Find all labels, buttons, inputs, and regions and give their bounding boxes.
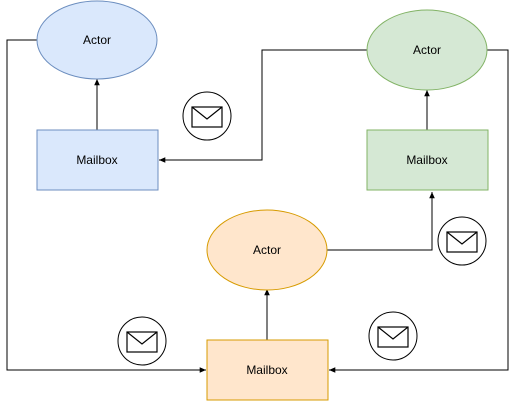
edge-actor-blue-to-mailbox-orange (6, 39, 206, 373)
envelope-icon (368, 311, 418, 361)
actor-orange-label: Actor (253, 243, 281, 257)
envelope-icon (182, 91, 232, 141)
edge-actor-green-to-mailbox-orange (329, 49, 509, 373)
mailbox-green[interactable] (366, 129, 489, 191)
edge-actor-orange-to-mailbox-green (327, 192, 435, 251)
mailbox-blue-label: Mailbox (76, 153, 117, 167)
mailbox-blue[interactable] (36, 129, 159, 191)
actor-green[interactable] (366, 9, 488, 91)
edge-actor-green-to-mailbox-blue (159, 49, 367, 163)
actor-orange[interactable] (206, 209, 328, 291)
mailbox-orange[interactable] (206, 339, 329, 401)
envelope-icon (117, 316, 167, 366)
actor-blue-label: Actor (83, 33, 111, 47)
actor-blue[interactable] (36, 0, 158, 80)
mailbox-orange-label: Mailbox (246, 363, 287, 377)
mailbox-green-label: Mailbox (406, 153, 447, 167)
actor-green-label: Actor (413, 43, 441, 57)
envelope-icon (437, 216, 487, 266)
